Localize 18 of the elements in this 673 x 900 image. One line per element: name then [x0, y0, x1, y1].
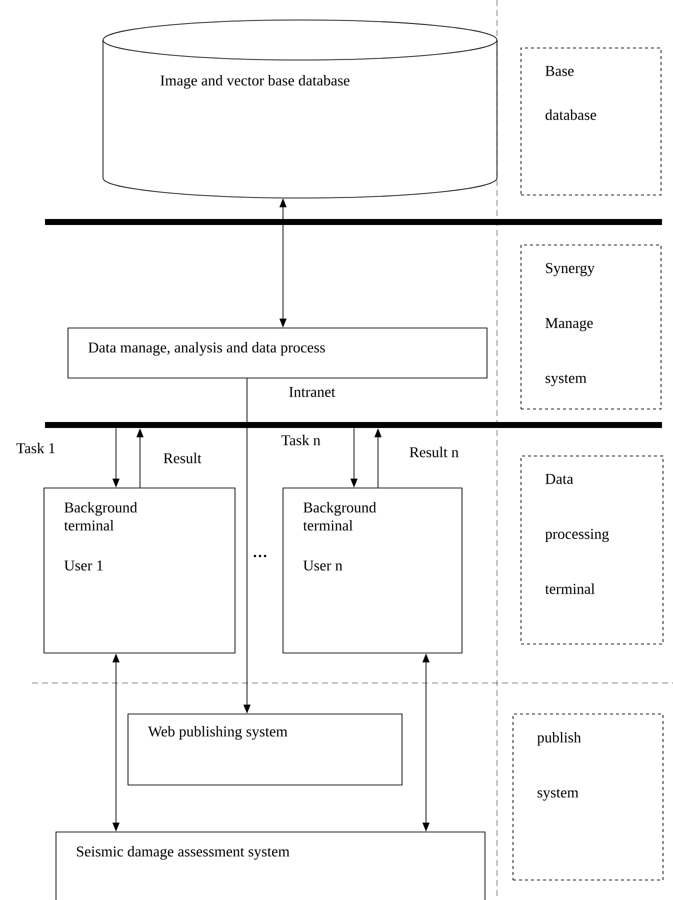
layer-box: Data processing terminal [520, 456, 664, 644]
process-box: Background terminal User n [282, 488, 462, 654]
edge-label: Task n [281, 434, 320, 446]
ellipsis: … [254, 554, 266, 558]
process-box: Web publishing system [128, 714, 402, 786]
network-label: Intranet [289, 387, 336, 397]
layer-box: Base database [520, 48, 662, 196]
layer-box: Synergy Manage system [520, 244, 662, 410]
edge-label: Result n [410, 446, 459, 458]
node-label: Image and vector base database [160, 75, 350, 89]
edge-label: Task 1 [16, 442, 55, 454]
bus-bar [45, 219, 662, 225]
edge-label: Result [164, 452, 202, 464]
layer-box: publish system [512, 714, 664, 880]
process-box: Background terminal User 1 [44, 488, 236, 654]
process-box: Seismic damage assessment system [56, 832, 486, 900]
process-box: Data manage, analysis and data process [68, 328, 488, 378]
database-cylinder: Image and vector base database [102, 20, 498, 198]
